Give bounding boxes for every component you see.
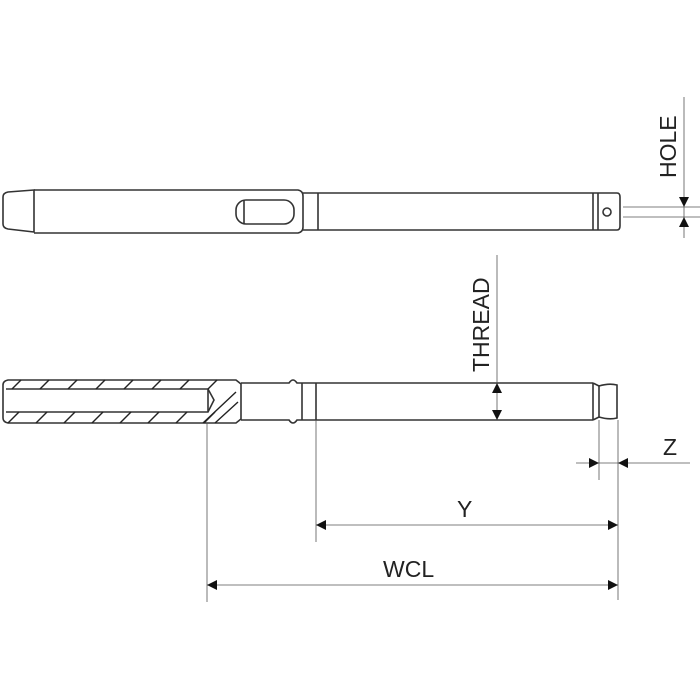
hatch-line xyxy=(63,411,76,424)
hole-label: HOLE xyxy=(655,115,681,178)
hatch-line xyxy=(35,411,48,424)
hole-icon xyxy=(602,207,612,217)
thread-dimension: THREAD xyxy=(468,255,502,420)
hatch-line xyxy=(67,379,78,390)
hatch-line xyxy=(175,411,188,424)
thread-label: THREAD xyxy=(468,277,494,372)
wcl-label: WCL xyxy=(383,556,434,582)
z-dimension: Z xyxy=(576,420,690,600)
hole-dimension: HOLE xyxy=(623,97,700,238)
hatch-line xyxy=(151,379,162,390)
y-label: Y xyxy=(457,496,472,522)
hatch-line xyxy=(207,379,218,390)
thread-hatching xyxy=(7,379,218,424)
z-label: Z xyxy=(663,434,677,460)
hatch-line xyxy=(119,411,132,424)
hatch-line xyxy=(39,379,50,390)
hatch-line xyxy=(179,379,190,390)
slot xyxy=(235,199,295,225)
hatch-line xyxy=(91,411,104,424)
hatch-line xyxy=(123,379,134,390)
hatch-line xyxy=(95,379,106,390)
wcl-dimension: WCL xyxy=(206,423,618,602)
hatch-line xyxy=(7,411,20,424)
top-view-body xyxy=(2,189,621,234)
y-dimension: Y xyxy=(315,420,618,542)
hatch-line xyxy=(147,411,160,424)
section-view-body xyxy=(2,379,618,424)
hatch-line xyxy=(11,379,22,390)
